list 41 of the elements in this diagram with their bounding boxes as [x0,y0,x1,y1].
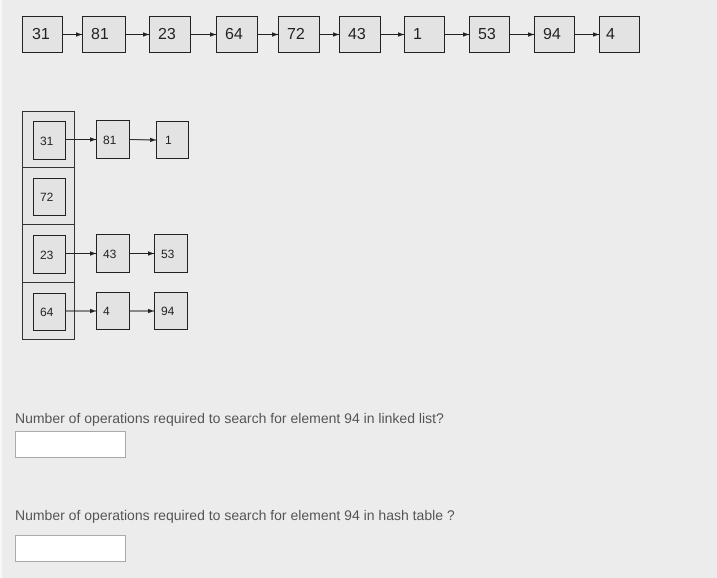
list-node: 64 [33,293,66,331]
list-node: 81 [82,16,126,53]
list-node: 64 [216,16,258,53]
arrow [64,251,96,256]
list-node: 72 [278,16,320,53]
list-node: 72 [33,178,66,216]
list-node: 31 [22,16,63,53]
list-node: 1 [404,16,445,53]
arrow [62,32,82,37]
list-node: 53 [154,234,188,273]
arrow [190,32,216,37]
bucket-cell [22,167,75,225]
arrow [130,138,156,142]
list-node: 81 [96,120,130,159]
list-node: 43 [96,234,130,273]
list-node: 94 [534,16,575,53]
arrow [130,251,154,256]
arrow [64,137,96,142]
list-node: 4 [599,16,640,53]
list-node: 94 [154,292,188,330]
bucket-cell [22,111,75,168]
arrow [510,32,534,37]
list-node: 31 [33,121,66,160]
list-node: 23 [149,16,191,53]
arrow [320,32,340,37]
list-node: 23 [33,235,66,274]
arrow [444,32,470,37]
arrow [126,32,150,37]
arrow [574,32,600,37]
arrow [380,32,404,37]
list-node: 53 [469,16,510,53]
bucket-cell [22,282,75,340]
arrow [64,308,96,314]
list-node: 43 [339,16,381,53]
question-text: Number of operations required to search for element 94 in linked list? [15,410,444,426]
arrow [130,308,154,314]
arrow [258,32,278,37]
list-node: 4 [96,292,130,330]
list-node: 1 [156,121,189,159]
bucket-cell [22,224,75,283]
question-text: Number of operations required to search for element 94 in hash table ? [15,507,455,523]
